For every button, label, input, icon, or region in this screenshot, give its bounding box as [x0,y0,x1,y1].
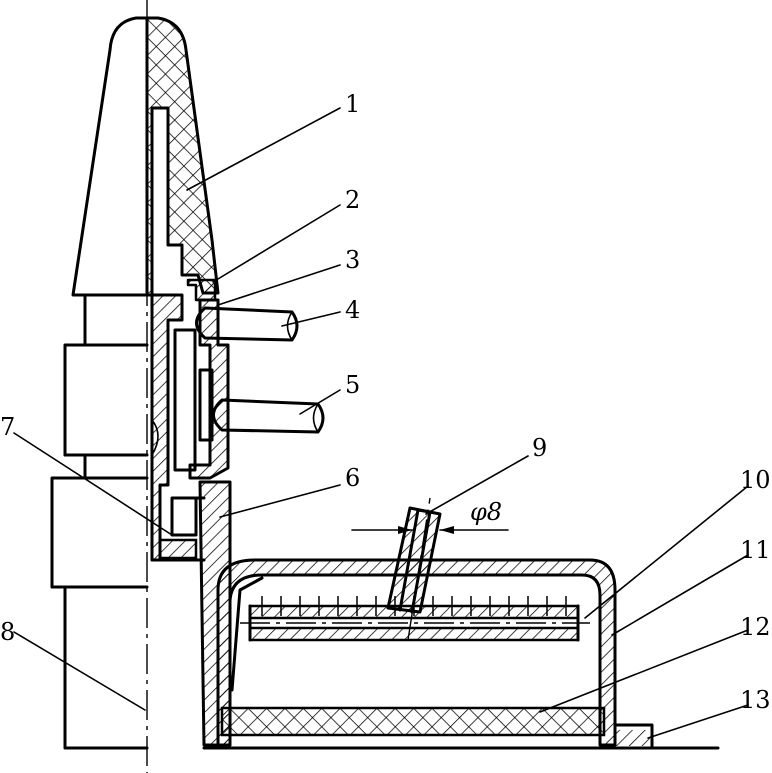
callout-labels: 1 2 3 4 5 6 7 8 9 10 11 12 13 [0,90,771,714]
callout-10: 10 [740,466,771,494]
callout-2: 2 [345,186,360,214]
callout-9: 9 [532,434,547,462]
callout-6: 6 [345,464,360,492]
insulator-cap [71,16,220,297]
pipe-4 [195,306,299,342]
plate-12 [220,706,606,737]
housing-wall-11 [216,558,617,747]
gasket-2 [186,278,217,302]
callout-8: 8 [0,618,15,646]
callout-1: 1 [345,90,360,118]
dimension-label: φ8 [470,498,502,526]
check-valve-7 [170,496,198,537]
callout-11: 11 [740,536,771,564]
leader-lines [13,107,749,739]
tube-9 [386,497,442,641]
centerlines [146,0,600,773]
inner-bore [173,328,197,472]
plug-body-section [150,278,232,747]
callout-4: 4 [345,296,360,324]
chamber-housing [202,558,720,750]
callout-13: 13 [740,686,771,714]
callout-12: 12 [740,613,771,641]
callout-3: 3 [345,246,360,274]
callout-5: 5 [345,371,360,399]
insulator-crosshatch [145,16,220,297]
dimension-phi8: φ8 [351,498,509,534]
pipe-5 [212,398,325,434]
plug-body-left [50,293,149,750]
callout-7: 7 [0,413,15,441]
